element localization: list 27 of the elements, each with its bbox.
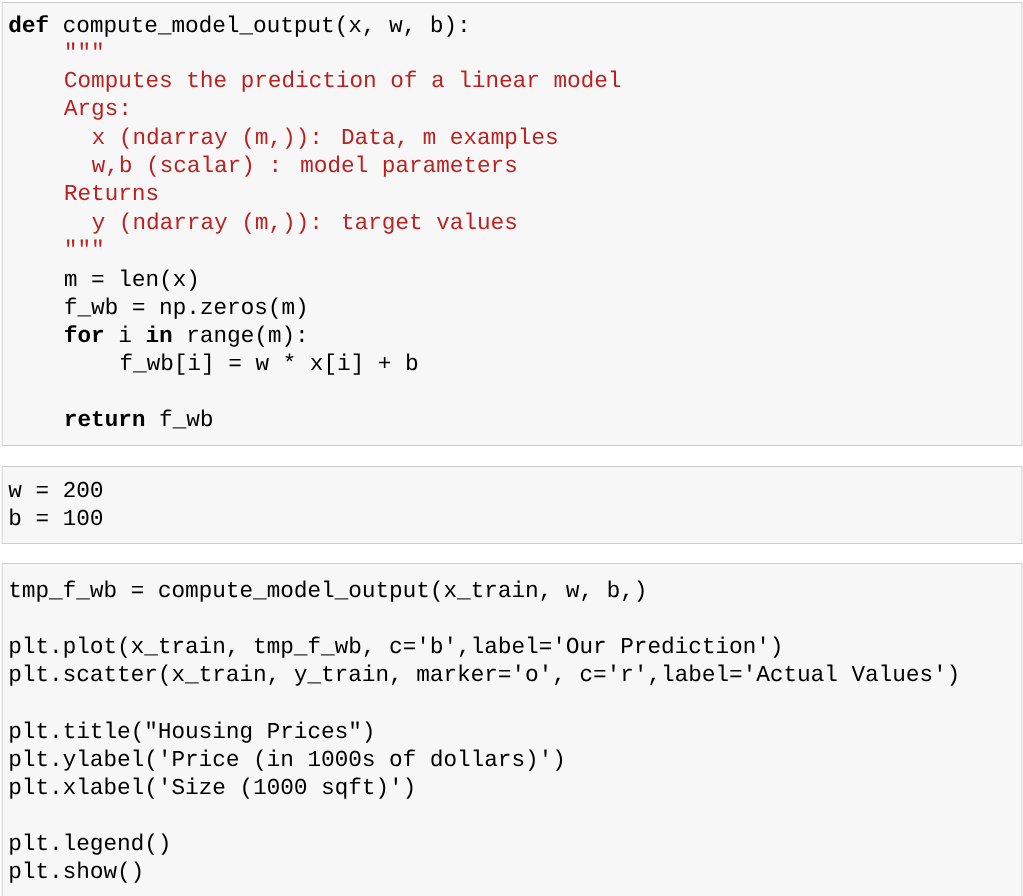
code-cell xyxy=(1,466,1023,544)
code-line: tmp_f_wb = compute_model_output(x_train, w, b,) xyxy=(10,580,644,602)
code-line: return f_wb xyxy=(66,409,212,429)
code-line: plt.show() xyxy=(10,861,141,883)
code-line: plt.legend() xyxy=(10,833,168,855)
code-line: f_wb = np.zeros(m) xyxy=(65,297,305,319)
code-line: plt.ylabel('Price (in 1000s of dollars)') xyxy=(10,749,563,771)
code-line: x (ndarray (m,)): Data, m examples xyxy=(92,127,557,149)
code-cell xyxy=(1,2,1023,446)
code-line: for i in range(m): xyxy=(65,325,304,347)
code-line: def compute_model_output(x, w, b): xyxy=(9,15,466,37)
code-line: Computes the prediction of a linear model xyxy=(65,70,621,92)
code-line: """ xyxy=(66,42,102,50)
code-line: f_wb[i] = w * x[i] + b xyxy=(121,353,418,375)
code-cell xyxy=(1,563,1023,896)
code-line: y (ndarray (m,)): target values xyxy=(92,212,516,234)
code-line: w = 200 xyxy=(8,481,103,498)
code-line: b = 100 xyxy=(10,508,103,526)
code-line: w,b (scalar) : model parameters xyxy=(91,155,516,177)
code-line: Args: xyxy=(63,100,127,120)
code-line: m = len(x) xyxy=(64,269,197,291)
code-line: """ xyxy=(66,239,102,247)
code-line: plt.xlabel('Size (1000 sqft)') xyxy=(10,777,413,799)
code-line: plt.plot(x_train, tmp_f_wb, c='b',label='Our Prediction') xyxy=(10,636,780,658)
code-line: plt.title("Housing Prices") xyxy=(10,721,372,743)
code-line: plt.scatter(x_train, y_train, marker='o', c='r',label='Actual Values') xyxy=(10,664,957,686)
code-line: Returns xyxy=(65,184,158,201)
